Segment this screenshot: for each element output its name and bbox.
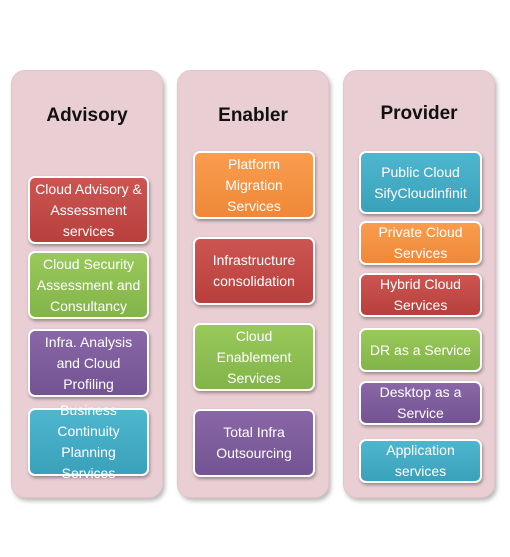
cloud-enablement-box: Cloud Enablement Services <box>193 323 315 391</box>
box-label: Total Infra Outsourcing <box>216 424 292 461</box>
advisory-title: Advisory <box>46 105 128 126</box>
application-services-box: Application services <box>359 439 482 483</box>
provider-column: Provider Public Cloud SifyCloudinfinit P… <box>343 70 495 498</box>
box-label: Infrastructure consolidation <box>212 252 296 289</box>
dr-as-a-service-box: DR as a Service <box>359 328 482 372</box>
cloud-advisory-assessment-box: Cloud Advisory & Assessment services <box>28 176 149 244</box>
advisory-column: Advisory Cloud Advisory & Assessment ser… <box>11 70 163 498</box>
box-label: Cloud Advisory & Assessment services <box>35 180 142 239</box>
desktop-as-a-service-box: Desktop as a Service <box>359 381 482 425</box>
box-label: Private Cloud Services <box>378 224 463 261</box>
infra-analysis-box: Infra. Analysis and Cloud Profiling <box>28 329 149 397</box>
enabler-column: Enabler Platform Migration Services Infr… <box>177 70 329 498</box>
provider-title: Provider <box>380 103 458 124</box>
box-label: Desktop as a Service <box>379 384 462 421</box>
box-label: Public Cloud SifyCloudinfinit <box>374 163 467 201</box>
box-label: Platform Migration Services <box>225 155 283 214</box>
enabler-title: Enabler <box>218 105 288 126</box>
box-label: Cloud Security Assessment and Consultanc… <box>36 255 141 314</box>
box-label: Cloud Enablement Services <box>216 327 292 386</box>
infrastructure-consolidation-box: Infrastructure consolidation <box>193 237 315 305</box>
public-cloud-box: Public Cloud SifyCloudinfinit <box>359 151 482 214</box>
hybrid-cloud-box: Hybrid Cloud Services <box>359 273 482 317</box>
cloud-security-assessment-box: Cloud Security Assessment and Consultanc… <box>28 251 149 319</box>
box-label: Business Continuity Planning Services <box>57 402 120 481</box>
total-infra-outsourcing-box: Total Infra Outsourcing <box>193 409 315 477</box>
platform-migration-box: Platform Migration Services <box>193 151 315 219</box>
box-label: Hybrid Cloud Services <box>380 276 461 313</box>
business-continuity-box: Business Continuity Planning Services <box>28 402 149 481</box>
box-label: Application services <box>386 442 455 479</box>
box-label: DR as a Service <box>369 341 472 358</box>
box-label: Infra. Analysis and Cloud Profiling <box>44 333 133 392</box>
private-cloud-box: Private Cloud Services <box>359 221 482 265</box>
